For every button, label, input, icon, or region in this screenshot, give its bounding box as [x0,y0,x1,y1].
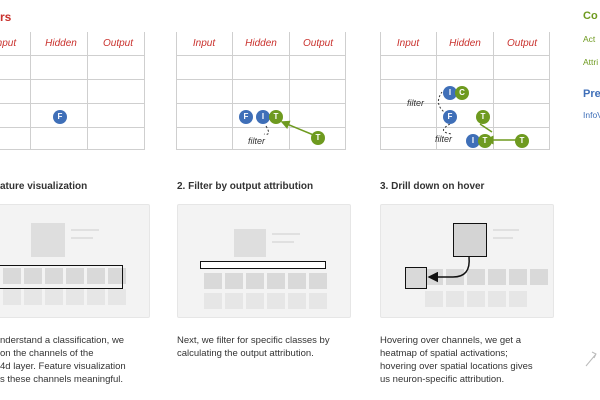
input-node-bottom[interactable]: I [466,134,480,148]
step-description-1: nderstand a classification, we on the ch… [0,335,126,385]
col-header-hidden: Hidden [45,38,77,49]
col-header-output: Output [506,38,538,49]
hover-arrow [427,256,470,283]
screenshot-drilldown [380,204,554,318]
output-target-node[interactable]: T [311,131,325,145]
col-header-hidden: Hidden [449,38,481,49]
col-header-hidden: Hidden [245,38,277,49]
feature-node[interactable]: F [239,110,253,124]
col-header-input: Input [0,38,17,49]
feature-node[interactable]: F [53,110,67,124]
network-diagram-2: Input Hidden Output F I T T filter [176,32,346,150]
filter-label-top: filter [407,98,425,108]
step-title-1: ature visualization [0,181,88,192]
step-description-2: Next, we filter for specific classes by … [177,335,330,359]
input-node-top[interactable]: I [443,86,457,100]
spatial-location-highlight [405,267,427,289]
target-node[interactable]: T [269,110,283,124]
network-diagram-3: Input Hidden Output I C F T I T T filter… [380,32,550,150]
col-header-input: Input [192,38,216,49]
channel-node[interactable]: C [455,86,469,100]
output-target-node[interactable]: T [515,134,529,148]
sidebar-heading-1: Co [583,10,598,22]
heatmap-highlight [453,223,487,257]
sidebar-link-1[interactable]: Act [583,34,596,44]
step-title-3: 3. Drill down on hover [380,181,485,192]
target-node[interactable]: T [476,110,490,124]
network-diagram-1: Input Hidden Output F [0,32,145,150]
sidebar-link-3[interactable]: InfoV [583,110,600,120]
sidebar-link-2[interactable]: Attri [583,57,599,67]
filter-label-bottom: filter [435,134,453,144]
screenshot-feature-vis [0,204,150,318]
col-header-output: Output [102,38,134,49]
sparkle-icon [585,351,597,367]
step-description-3: Hovering over channels, we get a heatmap… [380,335,533,385]
input-node[interactable]: I [256,110,270,124]
step-title-2: 2. Filter by output attribution [177,181,314,192]
filter-label: filter [248,136,266,146]
filter-arrows [263,120,317,137]
target-node-bottom[interactable]: T [478,134,492,148]
col-header-output: Output [302,38,334,49]
col-header-input: Input [396,38,420,49]
section-title: rs [0,10,12,24]
screenshot-filter [177,204,351,318]
feature-node[interactable]: F [443,110,457,124]
filter-input-highlight [200,261,326,269]
sidebar-heading-2: Pre [583,88,600,100]
channel-highlight [0,265,123,289]
